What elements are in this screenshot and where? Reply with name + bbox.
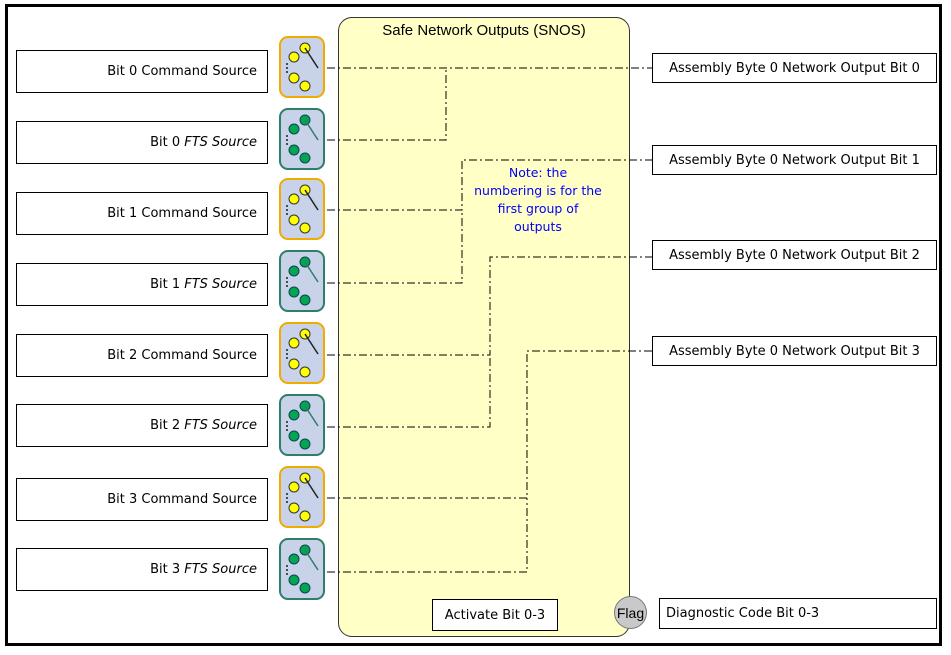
- input-label: Bit 3 Command Source: [107, 492, 257, 507]
- yellow-switch-icon: [279, 322, 325, 384]
- snos-title: Safe Network Outputs (SNOS): [382, 22, 586, 39]
- line-bit3-fts: [327, 498, 528, 573]
- input-bit2-command: Bit 2 Command Source: [16, 334, 268, 377]
- input-bit1-fts: Bit 1 FTS Source: [16, 263, 268, 306]
- yellow-switch-icon: [279, 178, 325, 240]
- activate-label: Activate Bit 0-3: [444, 607, 546, 623]
- input-bit3-fts: Bit 3 FTS Source: [16, 548, 268, 591]
- output-label: Assembly Byte 0 Network Output Bit 3: [669, 343, 920, 359]
- output-label: Assembly Byte 0 Network Output Bit 2: [669, 247, 920, 263]
- flag-label: Flag: [616, 604, 645, 621]
- input-label-prefix: Bit 2: [150, 418, 181, 433]
- input-bit2-fts: Bit 2 FTS Source: [16, 404, 268, 447]
- output-bit1: Assembly Byte 0 Network Output Bit 1: [652, 145, 937, 175]
- numbering-note: Note: the numbering is for the first gro…: [463, 164, 613, 236]
- top-strip: [0, 0, 951, 4]
- input-bit3-command: Bit 3 Command Source: [16, 478, 268, 521]
- green-switch-icon: [279, 108, 325, 170]
- line-bit2-fts: [327, 355, 491, 428]
- note-line: first group of: [497, 201, 579, 216]
- input-label-prefix: Bit 1: [150, 277, 181, 292]
- output-label: Assembly Byte 0 Network Output Bit 0: [669, 60, 920, 76]
- activate-box: Activate Bit 0-3: [432, 599, 558, 631]
- green-switch-icon: [279, 538, 325, 600]
- input-bit0-fts: Bit 0 FTS Source: [16, 121, 268, 164]
- input-label: Bit 2 Command Source: [107, 348, 257, 363]
- flag-icon: Flag: [614, 596, 647, 629]
- yellow-switch-icon: [279, 466, 325, 528]
- line-bit3-command: [327, 350, 652, 499]
- input-bit0-command: Bit 0 Command Source: [16, 50, 268, 93]
- diagnostic-box: Diagnostic Code Bit 0-3: [659, 598, 937, 629]
- input-label: Bit 0 Command Source: [107, 64, 257, 79]
- input-label-italic: FTS Source: [184, 277, 257, 292]
- output-bit2: Assembly Byte 0 Network Output Bit 2: [652, 240, 937, 270]
- output-label: Assembly Byte 0 Network Output Bit 1: [669, 152, 920, 168]
- input-label-prefix: Bit 0: [150, 135, 181, 150]
- note-line: outputs: [514, 219, 562, 234]
- snos-block: [338, 17, 630, 637]
- output-bit3: Assembly Byte 0 Network Output Bit 3: [652, 336, 937, 366]
- green-switch-icon: [279, 394, 325, 456]
- input-label-italic: FTS Source: [184, 418, 257, 433]
- line-bit2-command: [327, 256, 652, 356]
- diagnostic-label: Diagnostic Code Bit 0-3: [666, 606, 820, 621]
- input-label-italic: FTS Source: [184, 135, 257, 150]
- input-label-italic: FTS Source: [184, 562, 257, 577]
- note-line: numbering is for the: [474, 183, 602, 198]
- yellow-switch-icon: [279, 36, 325, 98]
- line-bit0-fts: [327, 68, 447, 141]
- output-bit0: Assembly Byte 0 Network Output Bit 0: [652, 53, 937, 83]
- note-line: Note: the: [508, 165, 568, 180]
- green-switch-icon: [279, 250, 325, 312]
- input-label-prefix: Bit 3: [150, 562, 181, 577]
- input-label: Bit 1 Command Source: [107, 206, 257, 221]
- input-bit1-command: Bit 1 Command Source: [16, 192, 268, 235]
- line-bit1-fts: [327, 210, 463, 284]
- line-bit1-command: [327, 159, 652, 211]
